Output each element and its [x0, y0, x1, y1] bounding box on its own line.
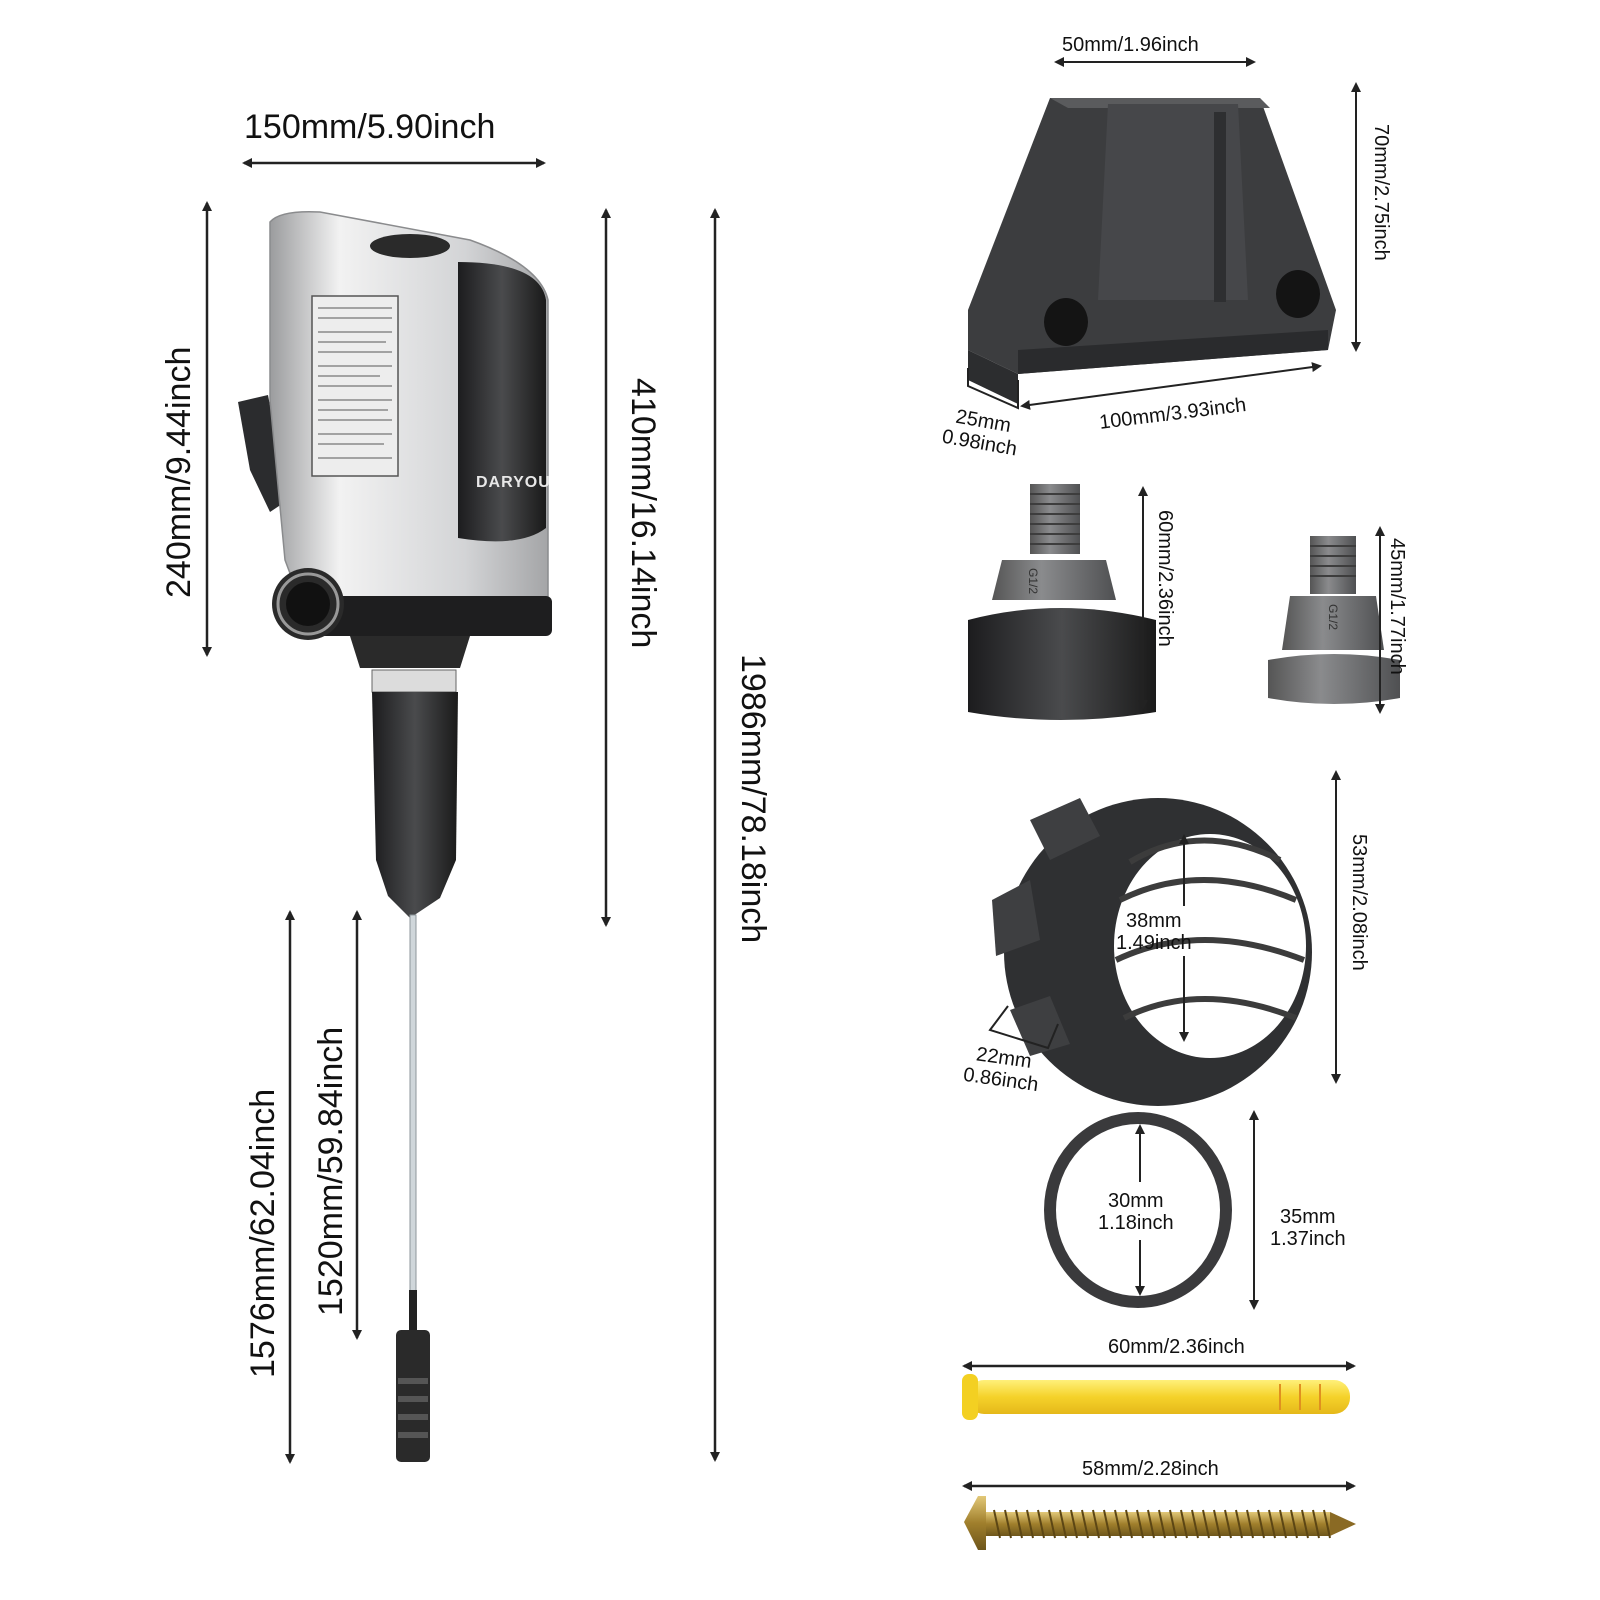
- anchor-length-label: 60mm/2.36inch: [1108, 1336, 1245, 1358]
- screw-thread: [1158, 1509, 1166, 1539]
- screw-thread: [1092, 1509, 1100, 1539]
- screw-thread: [1323, 1509, 1331, 1539]
- pump-body-height-label: 410mm/16.14inch: [624, 378, 662, 649]
- pump-front-cover: [458, 262, 546, 542]
- screw-thread: [1235, 1509, 1243, 1539]
- screw-thread: [1279, 1509, 1287, 1539]
- oring-inner-in: 1.18inch: [1098, 1212, 1174, 1234]
- screw-thread: [1136, 1509, 1144, 1539]
- screw-thread: [1246, 1509, 1254, 1539]
- adapter-small: [1268, 536, 1400, 704]
- pump-head-height-label: 240mm/9.44inch: [160, 346, 198, 598]
- pump-total-height-label: 1986mm/78.18inch: [734, 654, 772, 944]
- pump-handle: [238, 395, 288, 512]
- screw-thread: [1037, 1509, 1045, 1539]
- screw: [964, 1496, 1356, 1550]
- union-nut: [992, 798, 1312, 1106]
- nut-inner-label: 38mm 1.49inch: [1116, 910, 1192, 954]
- screw-thread: [1015, 1509, 1023, 1539]
- pump-unit: [238, 210, 552, 1462]
- bracket-top-width-label: 50mm/1.96inch: [1062, 34, 1199, 56]
- screw-thread: [1103, 1509, 1111, 1539]
- screw-thread: [1301, 1509, 1309, 1539]
- adapter-small-thread-mark: G1/2: [1326, 604, 1340, 631]
- tube-length-label: 1520mm/59.84inch: [312, 1026, 350, 1316]
- screw-thread: [1169, 1509, 1177, 1539]
- brand-logo: DARYOU: [476, 474, 551, 491]
- pump-top-opening: [370, 234, 450, 258]
- bracket-length-arrow: [1020, 362, 1322, 410]
- oring-inner-label: 30mm 1.18inch: [1098, 1190, 1174, 1234]
- pump-base: [290, 596, 552, 636]
- bracket-height-label: 70mm/2.75inch: [1370, 124, 1392, 261]
- adapter-small-height-label: 45mm/1.77inch: [1386, 538, 1408, 675]
- screw-thread: [1048, 1509, 1056, 1539]
- screw-thread: [1268, 1509, 1276, 1539]
- screw-thread: [1202, 1509, 1210, 1539]
- screw-length-label: 58mm/2.28inch: [1082, 1458, 1219, 1480]
- o-ring: [1044, 1112, 1232, 1308]
- oring-outer-in: 1.37inch: [1270, 1228, 1346, 1250]
- screw-thread: [1224, 1509, 1232, 1539]
- pump-width-label: 150mm/5.90inch: [244, 108, 496, 146]
- screw-thread: [1191, 1509, 1199, 1539]
- adapter-large-height-label: 60mm/2.36inch: [1154, 510, 1176, 647]
- oring-outer-label: 35mm 1.37inch: [1270, 1206, 1346, 1250]
- screw-thread: [1257, 1509, 1265, 1539]
- nut-inner-mm: 38mm: [1126, 910, 1182, 932]
- screw-thread: [1004, 1509, 1012, 1539]
- screw-thread: [1114, 1509, 1122, 1539]
- screw-thread: [1312, 1509, 1320, 1539]
- screw-thread: [993, 1509, 1001, 1539]
- nut-outer-label: 53mm/2.08inch: [1348, 834, 1370, 971]
- pump-shaft-housing: [372, 692, 458, 918]
- hose-length-label: 1576mm/62.04inch: [244, 1088, 282, 1378]
- nut-inner-in: 1.49inch: [1116, 932, 1192, 954]
- oring-outer-mm: 35mm: [1280, 1206, 1336, 1228]
- screw-thread: [1059, 1509, 1067, 1539]
- screw-thread: [1147, 1509, 1155, 1539]
- screw-thread: [1081, 1509, 1089, 1539]
- wall-anchor: [962, 1374, 1350, 1420]
- screw-thread: [1180, 1509, 1188, 1539]
- screw-thread: [1213, 1509, 1221, 1539]
- adapter-large: [968, 484, 1156, 720]
- screw-thread: [1026, 1509, 1034, 1539]
- pump-tube: [409, 914, 417, 1296]
- wall-bracket: [968, 98, 1336, 404]
- screw-thread: [1070, 1509, 1078, 1539]
- screw-thread: [1125, 1509, 1133, 1539]
- adapter-large-thread-mark: G1/2: [1026, 568, 1040, 595]
- oring-inner-mm: 30mm: [1108, 1190, 1164, 1212]
- screw-thread: [1290, 1509, 1298, 1539]
